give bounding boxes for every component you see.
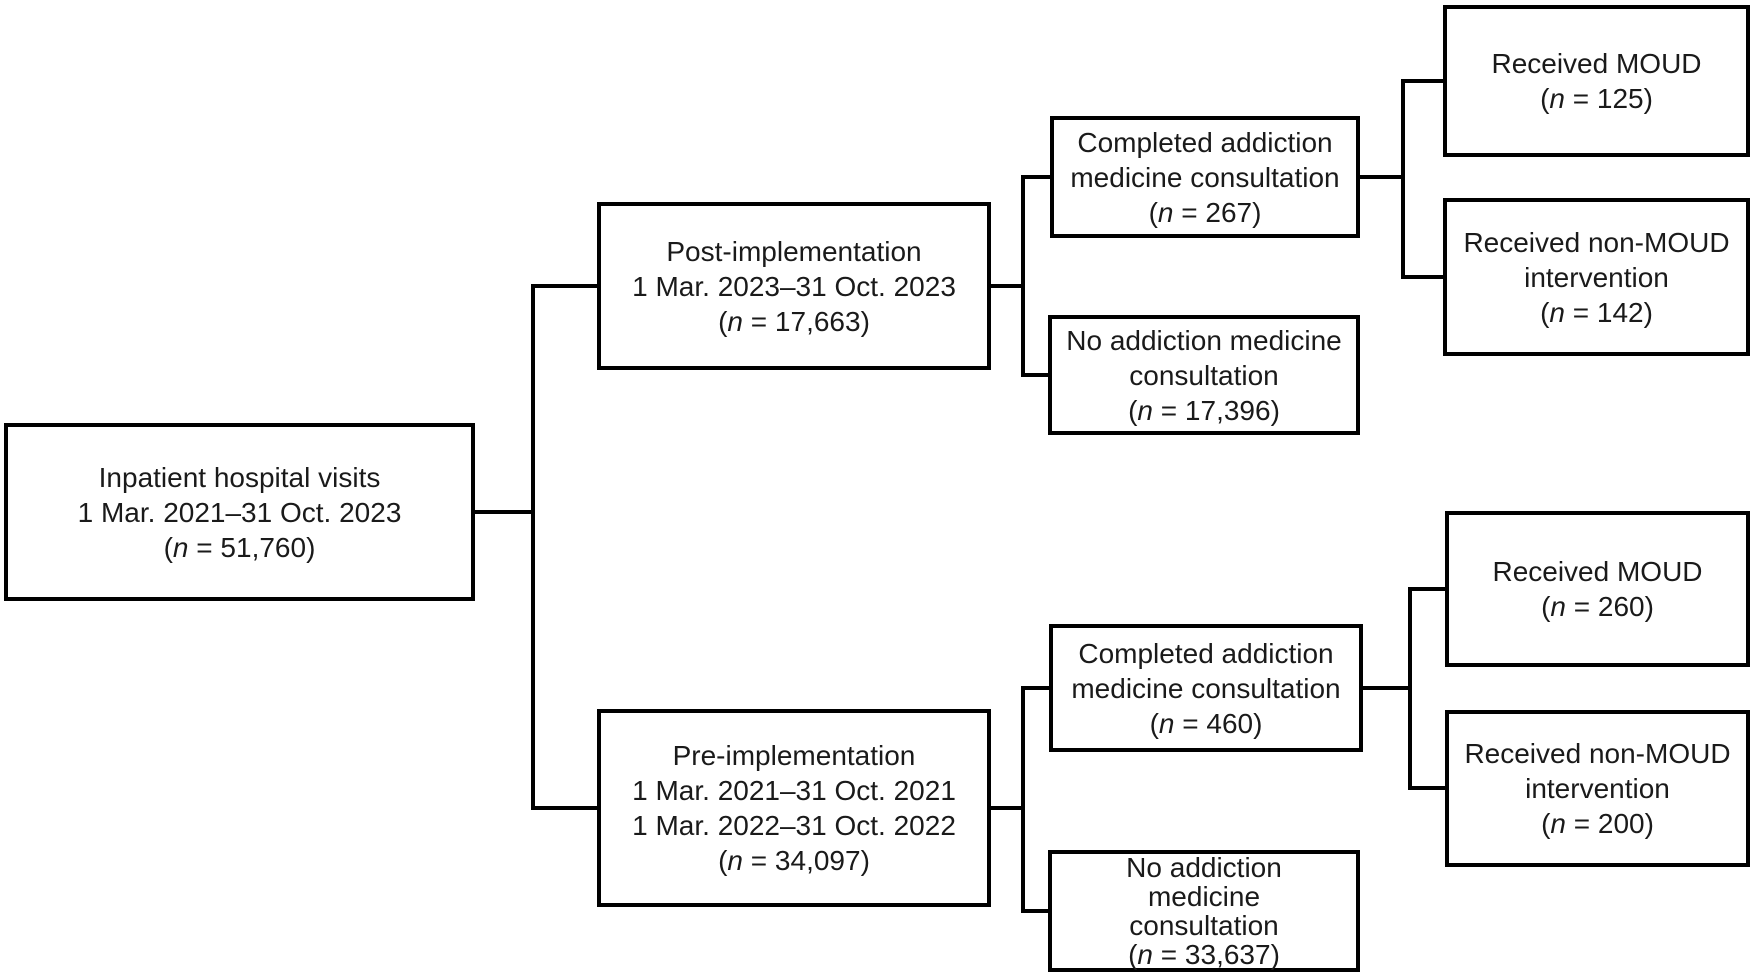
node-count: (n = 200) [1541, 808, 1654, 839]
connector-post-trunk [1021, 175, 1025, 377]
connector-root-to-post [531, 284, 597, 288]
node-pre-received-non-moud: Received non-MOUD intervention (n = 200) [1445, 710, 1750, 867]
node-line: Inpatient hospital visits [98, 461, 381, 493]
node-post-implementation: Post-implementation 1 Mar. 2023–31 Oct. … [597, 202, 991, 370]
node-line: medicine consultation [1071, 672, 1341, 704]
node-line: Received MOUD [1491, 48, 1702, 79]
connector-post-to-no-consult [1021, 373, 1050, 377]
n-symbol: n [1550, 808, 1566, 839]
node-count: (n = 34,097) [718, 845, 870, 876]
connector-pre-to-no-consult [1021, 909, 1050, 913]
node-line: Completed addiction [1078, 637, 1334, 669]
n-symbol: n [1549, 296, 1565, 328]
n-value: 260 [1597, 591, 1645, 622]
node-count: (n = 142) [1540, 296, 1653, 328]
node-count: (n = 33,637) [1128, 939, 1280, 970]
n-value: 142 [1596, 296, 1644, 328]
n-symbol: n [172, 531, 189, 563]
node-line: medicine [1147, 881, 1261, 912]
node-line: 1 Mar. 2023–31 Oct. 2023 [632, 270, 956, 302]
node-count: (n = 267) [1148, 196, 1262, 228]
node-pre-no-consultation: No addiction medicine consultation (n = … [1048, 850, 1360, 972]
connector-post-consult-stem [1360, 175, 1405, 179]
n-value: 125 [1596, 83, 1644, 114]
node-line: consultation [1129, 359, 1279, 391]
node-pre-implementation: Pre-implementation 1 Mar. 2021–31 Oct. 2… [597, 709, 991, 907]
node-count: (n = 260) [1541, 591, 1654, 622]
node-line: Received MOUD [1492, 556, 1703, 587]
node-count: (n = 17,663) [718, 305, 870, 337]
connector-pre-trunk [1021, 686, 1025, 913]
n-symbol: n [1158, 707, 1175, 739]
n-value: 200 [1597, 808, 1645, 839]
n-symbol: n [727, 845, 743, 876]
node-post-completed-consultation: Completed addiction medicine consultatio… [1050, 116, 1360, 238]
connector-root-trunk [531, 284, 535, 810]
node-count: (n = 51,760) [163, 531, 316, 563]
node-line: Post-implementation [666, 235, 922, 267]
node-line: intervention [1524, 261, 1669, 293]
node-line: consultation [1129, 910, 1279, 941]
n-value: 33,637 [1184, 939, 1271, 970]
node-line: 1 Mar. 2021–31 Oct. 2023 [77, 496, 402, 528]
connector-post-consult-to-non-moud [1401, 275, 1445, 279]
connector-pre-stem [991, 806, 1025, 810]
n-symbol: n [1137, 939, 1153, 970]
connector-post-to-consult [1021, 175, 1050, 179]
node-line: 1 Mar. 2022–31 Oct. 2022 [632, 810, 956, 841]
node-count: (n = 460) [1149, 707, 1263, 739]
node-pre-completed-consultation: Completed addiction medicine consultatio… [1049, 624, 1363, 752]
n-value: 34,097 [774, 845, 861, 876]
node-post-no-consultation: No addiction medicine consultation (n = … [1048, 315, 1360, 435]
node-line: 1 Mar. 2021–31 Oct. 2021 [632, 775, 956, 806]
n-symbol: n [1157, 196, 1174, 228]
node-count: (n = 125) [1540, 83, 1653, 114]
connector-post-consult-to-moud [1401, 79, 1445, 83]
n-value: 17,663 [774, 305, 861, 337]
connector-root-stem [475, 510, 535, 514]
connector-pre-consult-trunk [1408, 587, 1412, 790]
node-line: intervention [1525, 773, 1670, 804]
node-line: No addiction [1126, 852, 1282, 883]
n-symbol: n [727, 305, 743, 337]
node-pre-received-moud: Received MOUD (n = 260) [1445, 511, 1750, 667]
connector-pre-consult-stem [1363, 686, 1412, 690]
connector-post-consult-trunk [1401, 79, 1405, 279]
node-count: (n = 17,396) [1128, 394, 1280, 426]
node-line: No addiction medicine [1066, 324, 1342, 356]
node-line: Received non-MOUD [1463, 226, 1730, 258]
node-post-received-non-moud: Received non-MOUD intervention (n = 142) [1443, 198, 1750, 356]
connector-pre-to-consult [1021, 686, 1051, 690]
n-symbol: n [1549, 83, 1565, 114]
node-line: Received non-MOUD [1464, 738, 1731, 769]
n-value: 51,760 [220, 531, 307, 563]
connector-pre-consult-to-moud [1408, 587, 1447, 591]
node-line: medicine consultation [1070, 161, 1340, 193]
node-post-received-moud: Received MOUD (n = 125) [1443, 5, 1750, 157]
n-value: 460 [1206, 707, 1254, 739]
node-line: Pre-implementation [672, 740, 916, 771]
connector-post-stem [991, 284, 1025, 288]
n-value: 17,396 [1184, 394, 1271, 426]
node-inpatient-hospital-visits: Inpatient hospital visits 1 Mar. 2021–31… [4, 423, 475, 601]
n-symbol: n [1137, 394, 1153, 426]
n-value: 267 [1205, 196, 1253, 228]
node-line: Completed addiction [1077, 126, 1333, 158]
connector-pre-consult-to-non-moud [1408, 786, 1447, 790]
n-symbol: n [1550, 591, 1566, 622]
connector-root-to-pre [531, 806, 597, 810]
